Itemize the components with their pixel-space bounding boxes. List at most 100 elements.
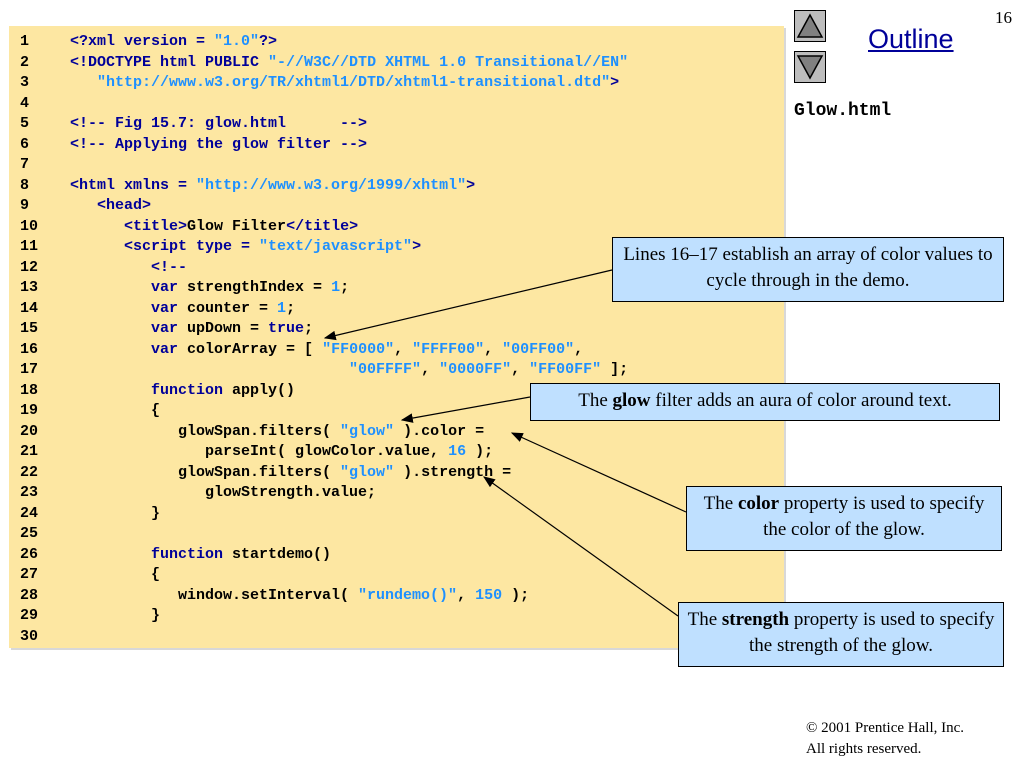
code-token: function bbox=[70, 545, 233, 563]
code-token: startdemo() bbox=[232, 545, 332, 563]
line-number: 5 bbox=[20, 115, 30, 132]
code-text: <script type = "text/javascript"> bbox=[70, 237, 421, 258]
code-token: true bbox=[268, 320, 305, 337]
line-number: 2 bbox=[20, 53, 30, 71]
arrow-lines-16-17 bbox=[323, 269, 613, 341]
copyright-footer: © 2001 Prentice Hall, Inc. All rights re… bbox=[806, 718, 964, 760]
code-token: <?xml version = bbox=[70, 33, 215, 50]
code-token: ); bbox=[466, 443, 494, 460]
code-text: { bbox=[70, 565, 160, 586]
code-token: ).strength = bbox=[394, 463, 512, 481]
line-number: 28 bbox=[20, 586, 39, 604]
copyright-text: © 2001 Prentice Hall, Inc. bbox=[806, 720, 965, 736]
code-line: 4 bbox=[9, 94, 779, 115]
code-text: <?xml version = "1.0"?> bbox=[70, 32, 277, 53]
code-token: <html xmlns = bbox=[70, 176, 197, 194]
previous-slide-button[interactable] bbox=[794, 10, 826, 42]
line-number: 12 bbox=[20, 258, 39, 276]
line-number: 7 bbox=[20, 156, 30, 173]
code-text: var colorArray = [ "FF0000", "FFFF00", "… bbox=[70, 340, 583, 361]
code-listing: 1<?xml version = "1.0"?>2<!DOCTYPE html … bbox=[9, 26, 784, 648]
code-token: } bbox=[70, 504, 161, 522]
code-token: 1 bbox=[277, 299, 287, 317]
code-token: , bbox=[484, 340, 503, 358]
code-token: > bbox=[466, 176, 476, 194]
code-line: 15 var upDown = true; bbox=[9, 319, 779, 340]
callout-strength-bold: strength bbox=[721, 609, 790, 630]
code-token: <script type = bbox=[70, 238, 260, 255]
line-number: 20 bbox=[20, 422, 39, 440]
code-line: 27 { bbox=[9, 565, 779, 586]
code-token: var bbox=[70, 340, 188, 358]
code-token: { bbox=[70, 566, 161, 583]
code-token: glowSpan.filters( bbox=[70, 463, 341, 481]
code-token: <title> bbox=[70, 217, 188, 235]
outline-link[interactable]: Outline bbox=[868, 24, 954, 54]
code-token: "1.0" bbox=[214, 33, 260, 50]
code-token: 150 bbox=[475, 586, 503, 604]
code-token: > bbox=[610, 74, 620, 91]
line-number: 10 bbox=[20, 217, 39, 235]
code-line: 3 "http://www.w3.org/TR/xhtml1/DTD/xhtml… bbox=[9, 73, 779, 94]
code-text: parseInt( glowColor.value, 16 ); bbox=[70, 442, 493, 463]
code-token: ).color = bbox=[394, 422, 485, 440]
code-token: "glow" bbox=[340, 422, 395, 440]
code-token: var bbox=[70, 279, 188, 296]
code-token: parseInt( glowColor.value, bbox=[70, 443, 449, 460]
code-text: glowStrength.value; bbox=[70, 483, 376, 504]
callout-lines-16-17: Lines 16–17 establish an array of color … bbox=[612, 237, 1004, 302]
line-number: 30 bbox=[20, 627, 39, 645]
code-token: ; bbox=[286, 299, 296, 317]
code-token: ); bbox=[502, 586, 530, 604]
code-line: 19 { bbox=[9, 401, 779, 422]
code-token: counter = bbox=[187, 299, 278, 317]
code-token: colorArray = [ bbox=[187, 340, 323, 358]
line-number: 27 bbox=[20, 566, 39, 583]
code-text: glowSpan.filters( "glow" ).strength = bbox=[70, 463, 511, 484]
code-line: 9 <head> bbox=[9, 196, 779, 217]
code-text: } bbox=[70, 504, 160, 525]
code-text: function startdemo() bbox=[70, 545, 331, 566]
arrow-strength bbox=[483, 476, 679, 617]
line-number: 4 bbox=[20, 94, 30, 112]
callout-glow-bold: glow bbox=[612, 390, 651, 411]
line-number: 17 bbox=[20, 361, 39, 378]
code-line: 17 "00FFFF", "0000FF", "FF00FF" ]; bbox=[9, 360, 779, 381]
code-token: > bbox=[412, 238, 422, 255]
rights-text: All rights reserved. bbox=[806, 741, 922, 757]
callout-color: The color property is used to specify th… bbox=[686, 486, 1002, 551]
code-line: 21 parseInt( glowColor.value, 16 ); bbox=[9, 442, 779, 463]
code-token: } bbox=[70, 607, 161, 624]
file-title: Glow.html bbox=[794, 101, 892, 121]
code-token: ?> bbox=[259, 33, 278, 50]
code-text: var counter = 1; bbox=[70, 299, 295, 320]
code-token: strengthIndex = bbox=[187, 279, 332, 296]
code-token: glowSpan.filters( bbox=[70, 422, 341, 440]
code-line: 2<!DOCTYPE html PUBLIC "-//W3C//DTD XHTM… bbox=[9, 53, 779, 74]
callout-glow-pre: The bbox=[578, 390, 613, 411]
code-line: 29 } bbox=[9, 606, 779, 627]
code-text: <head> bbox=[70, 196, 151, 217]
code-token: apply() bbox=[232, 381, 296, 399]
code-line: 28 window.setInterval( "rundemo()", 150 … bbox=[9, 586, 779, 607]
code-line: 26 function startdemo() bbox=[9, 545, 779, 566]
next-slide-button[interactable] bbox=[794, 51, 826, 83]
code-text: <!-- bbox=[70, 258, 187, 279]
code-token: , bbox=[457, 586, 476, 604]
code-line: 25 bbox=[9, 524, 779, 545]
code-line: 14 var counter = 1; bbox=[9, 299, 779, 320]
code-token: , bbox=[394, 340, 413, 358]
line-number: 6 bbox=[20, 135, 30, 153]
code-text: { bbox=[70, 401, 160, 422]
code-line: 6<!-- Applying the glow filter --> bbox=[9, 135, 779, 156]
code-token: function bbox=[70, 381, 233, 399]
callout-strength: The strength property is used to specify… bbox=[678, 602, 1004, 667]
code-token: <!-- bbox=[70, 258, 188, 276]
code-text: <!-- Fig 15.7: glow.html --> bbox=[70, 114, 367, 135]
callout-glow: The glow filter adds an aura of color ar… bbox=[530, 383, 1000, 421]
line-number: 25 bbox=[20, 525, 39, 542]
code-token: , bbox=[511, 361, 530, 378]
code-text: glowSpan.filters( "glow" ).color = bbox=[70, 422, 484, 443]
code-line: 13 var strengthIndex = 1; bbox=[9, 278, 779, 299]
